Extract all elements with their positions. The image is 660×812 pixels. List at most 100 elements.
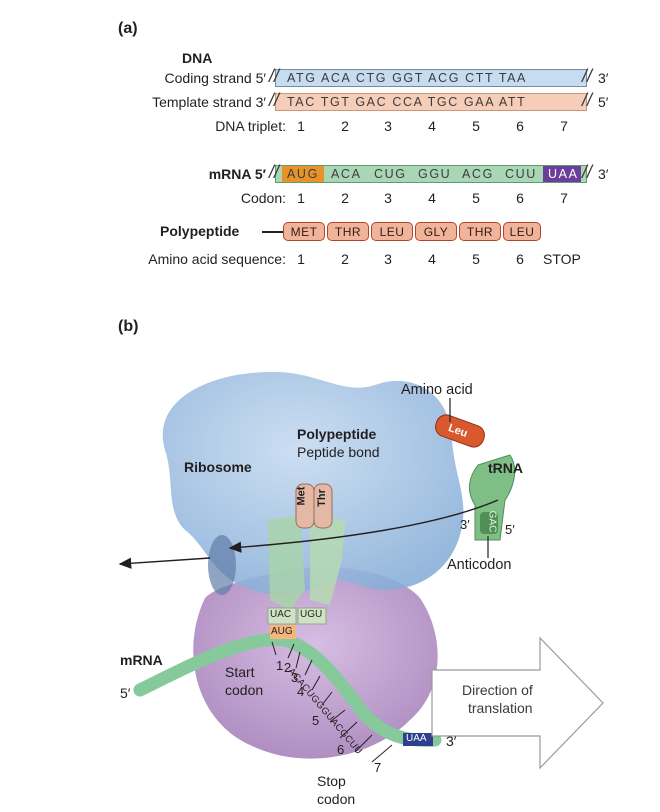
codon-label: Codon: — [240, 190, 286, 206]
mrna-codon: UAA — [548, 167, 579, 181]
trna-label: tRNA — [488, 460, 523, 476]
aa-number: 2 — [341, 251, 349, 267]
start-codon-label: codon — [225, 682, 264, 698]
stop-codon-label: codon — [317, 791, 356, 807]
aug-highlight — [270, 625, 296, 639]
codon-number: 3 — [384, 190, 392, 206]
amino-acid-bead: LEU — [503, 222, 541, 241]
start-codon-highlight — [282, 166, 324, 182]
aa-number: 5 — [472, 251, 480, 267]
aa-number: 3 — [384, 251, 392, 267]
uaa-label: UAA — [406, 733, 427, 744]
coding-break-right: // — [582, 66, 593, 86]
part-a-label: (a) — [118, 20, 138, 37]
mrna-codon: AUG — [287, 167, 319, 181]
template-5-end: 5′ — [598, 94, 609, 110]
mrna-3-end: 3′ — [598, 166, 609, 182]
aa-number: 1 — [297, 251, 305, 267]
triplet-number: 3 — [384, 118, 392, 134]
aa-stop: STOP — [543, 251, 581, 267]
triplet-number: 4 — [428, 118, 436, 134]
amino-acid-label: Amino acid — [401, 382, 473, 398]
codon-num-b: 7 — [374, 760, 382, 775]
codon-number: 1 — [297, 190, 305, 206]
template-sequence: TAC TGT GAC CCA TGC GAA ATT — [287, 95, 527, 109]
mrna-b-5-end: 5′ — [120, 685, 131, 701]
codon-num-b: 6 — [337, 742, 345, 757]
template-strand-label: Template strand 3′ — [152, 94, 266, 110]
ugu-anticodon — [297, 607, 327, 625]
codon-num-b: 4 — [297, 684, 305, 699]
mrna-break-left: // — [269, 162, 280, 182]
leu-bead — [435, 414, 485, 448]
aa-sequence-label: Amino acid sequence: — [148, 251, 286, 267]
trna-5-end: 5′ — [505, 522, 515, 537]
trna-3-end: 3′ — [460, 517, 470, 532]
triplet-number: 7 — [560, 118, 568, 134]
part-b-label: (b) — [118, 318, 139, 335]
ugu-label: UGU — [300, 609, 323, 620]
direction-arrow — [431, 636, 604, 770]
mrna-strand-bar — [275, 165, 587, 183]
codon-number: 6 — [516, 190, 524, 206]
codon-brackets — [271, 641, 393, 763]
mrna-strand — [133, 632, 442, 747]
mrna-codon: GGU — [418, 167, 452, 181]
template-break-left: // — [269, 90, 280, 110]
codon-number: 4 — [428, 190, 436, 206]
mrna-codon: CUG — [374, 167, 407, 181]
template-strand-bar — [275, 93, 587, 111]
codon-number: 7 — [560, 190, 568, 206]
template-break-right: // — [582, 90, 593, 110]
codon-num-b: 3 — [291, 670, 299, 685]
amino-acid-bead: THR — [327, 222, 369, 241]
trna-path-arrow — [228, 499, 499, 553]
stop-codon-highlight — [543, 166, 581, 182]
thr-label: Thr — [315, 489, 328, 507]
mrna-b-3-end: 3′ — [446, 733, 457, 749]
coding-3-end: 3′ — [598, 70, 609, 86]
uac-anticodon — [267, 607, 297, 625]
amino-acid-bead: MET — [283, 222, 325, 241]
uac-label: UAC — [270, 609, 292, 620]
polypeptide-leader-line — [262, 231, 284, 233]
direction-label-1: Direction of — [462, 682, 533, 698]
aa-number: 4 — [428, 251, 436, 267]
anticodon-label: Anticodon — [447, 557, 512, 573]
amino-acid-bead: LEU — [371, 222, 413, 241]
anticodon-site — [480, 512, 498, 534]
exit-arrow — [118, 557, 211, 569]
coding-break-left: // — [269, 66, 280, 86]
triplet-number: 5 — [472, 118, 480, 134]
large-subunit — [162, 371, 464, 595]
codon-number: 2 — [341, 190, 349, 206]
polypeptide-b-label: Polypeptide — [297, 426, 377, 442]
anticodon-seq: GAC — [486, 510, 498, 533]
coding-sequence: ATG ACA CTG GGT ACG CTT TAA — [287, 71, 527, 85]
mrna-codon: ACA — [331, 167, 362, 181]
stop-label: Stop — [317, 773, 346, 789]
uaa-highlight — [403, 733, 433, 746]
met-label: Met — [295, 486, 308, 506]
amino-acid-bead: GLY — [415, 222, 457, 241]
triplet-number: 2 — [341, 118, 349, 134]
coding-strand-bar — [275, 69, 587, 87]
coding-strand-label: Coding strand 5′ — [164, 70, 266, 86]
triplet-number: 1 — [297, 118, 305, 134]
codon-number: 5 — [472, 190, 480, 206]
amino-acid-bead: THR — [459, 222, 501, 241]
triplet-number: 6 — [516, 118, 524, 134]
ribosome-label: Ribosome — [184, 459, 252, 475]
mrna-codon: ACG — [462, 167, 494, 181]
mrna-codon: CUU — [505, 167, 537, 181]
dna-triplet-label: DNA triplet: — [215, 118, 286, 134]
p-site-trna — [268, 515, 305, 610]
mrna-break-right: // — [582, 162, 593, 182]
mrna-strand-label: mRNA 5′ — [208, 166, 266, 182]
exit-tunnel — [208, 535, 236, 595]
codon-num-b: 2 — [284, 660, 292, 675]
peptide-bond-label: Peptide bond — [297, 444, 380, 460]
polypeptide-label: Polypeptide — [160, 223, 240, 239]
direction-label-2: translation — [468, 700, 533, 716]
codon-num-b: 1 — [276, 658, 284, 673]
